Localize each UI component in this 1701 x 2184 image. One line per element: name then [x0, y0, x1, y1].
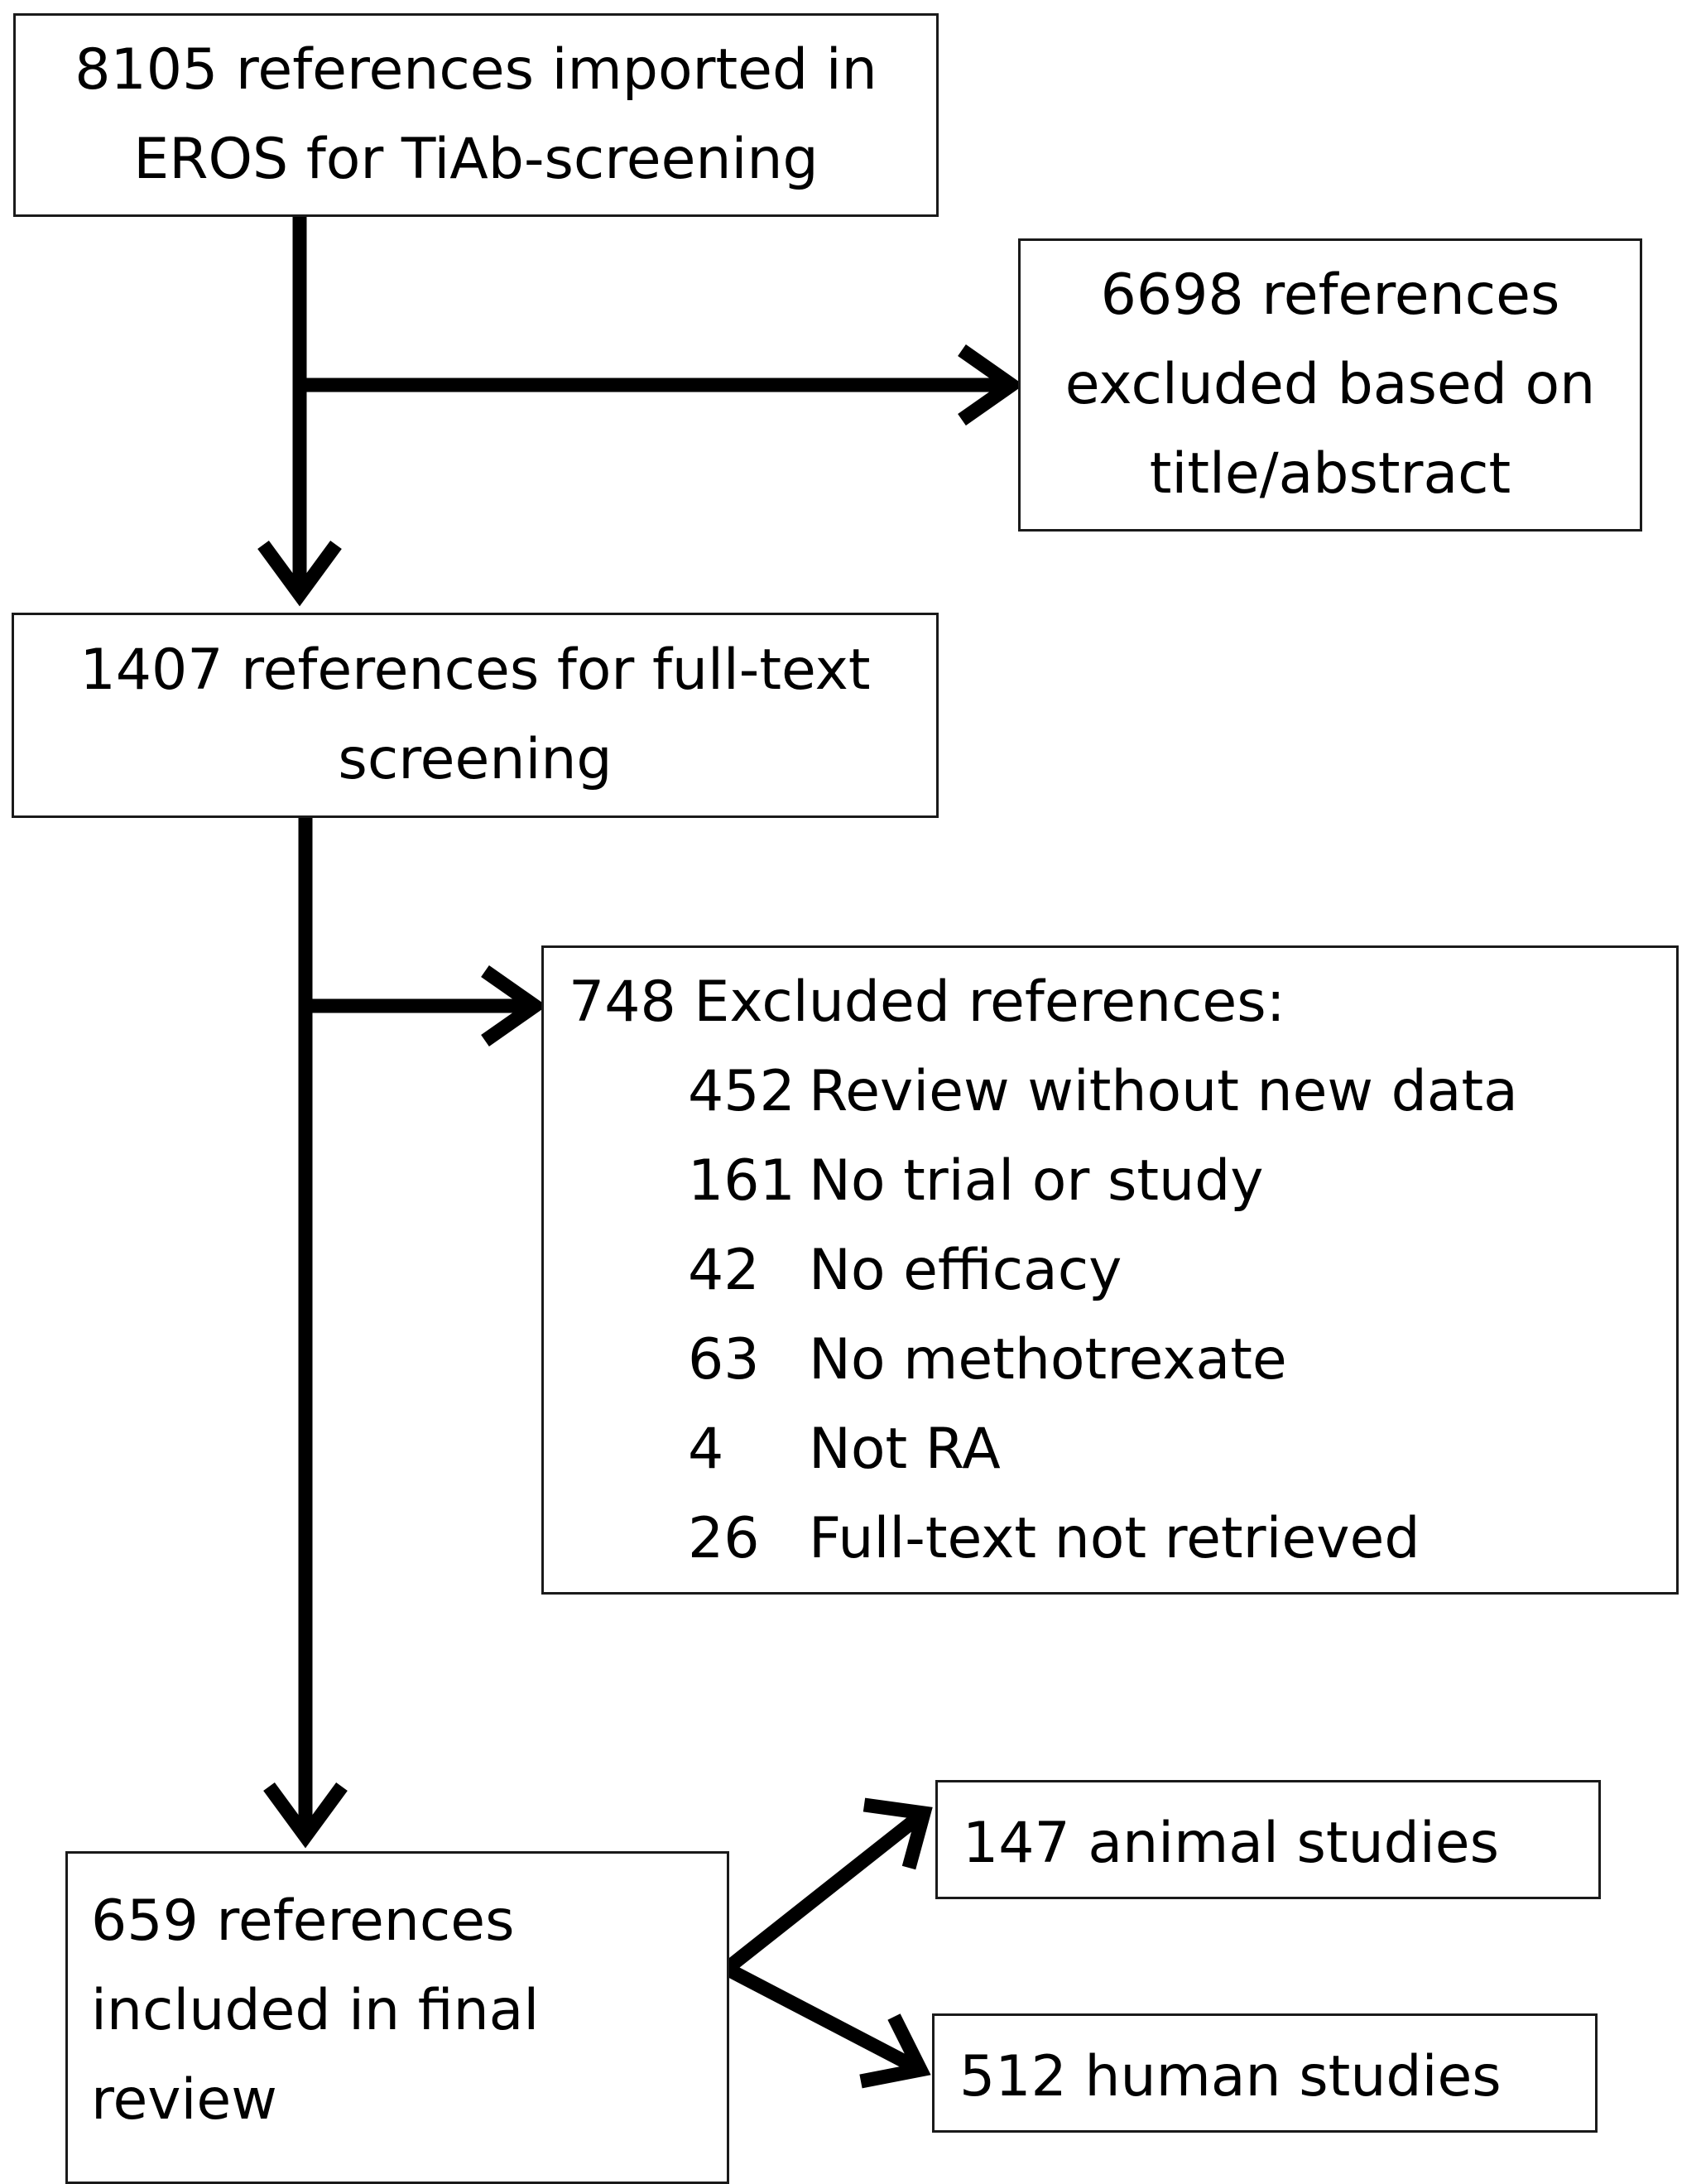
reason-label: Review without new data	[809, 1059, 1518, 1124]
exclusion-reason-row: 26 Full-text not retrieved	[569, 1494, 1676, 1584]
exclusion-reason-row: 42 No efficacy	[569, 1226, 1676, 1316]
split-human-line	[723, 1962, 924, 2076]
human-line-1: 512 human studies	[959, 2044, 1502, 2109]
final-line-2: included in final	[91, 1978, 540, 2043]
branch-1-arrowhead	[958, 344, 1024, 426]
excluded-ta-line-1: 6698 references	[1100, 262, 1560, 328]
reason-count: 452	[688, 1059, 795, 1124]
exclusion-reason-row: 63 No methotrexate	[569, 1316, 1676, 1405]
split-animal-line	[722, 1807, 929, 1975]
trunk-2-arrowhead	[263, 1782, 348, 1849]
exclusion-reason-row: 4 Not RA	[569, 1405, 1676, 1494]
animal-line-1: 147 animal studies	[963, 1811, 1499, 1876]
trunk-1-arrowhead	[257, 540, 342, 607]
fulltext-line-2: screening	[338, 727, 613, 792]
reason-count: 42	[688, 1238, 760, 1303]
split-human-arrowhead	[859, 2013, 931, 2089]
reason-label: Full-text not retrieved	[809, 1506, 1420, 1571]
animal-studies-box: 147 animal studies	[935, 1780, 1601, 1899]
reason-label: No methotrexate	[809, 1327, 1287, 1393]
reason-label: No efficacy	[809, 1238, 1122, 1303]
imported-line-2: EROS for TiAb-screening	[133, 127, 819, 192]
fulltext-screening-box: 1407 references for full-text screening	[12, 613, 939, 818]
imported-references-box: 8105 references imported in EROS for TiA…	[13, 13, 939, 217]
excluded-title-abstract-box: 6698 references excluded based on title/…	[1018, 238, 1642, 532]
human-studies-box: 512 human studies	[932, 2013, 1598, 2133]
branch-2-arrowhead	[481, 965, 547, 1046]
reason-count: 63	[688, 1327, 760, 1393]
final-line-1: 659 references	[91, 1888, 515, 1954]
final-review-box: 659 references included in final review	[65, 1851, 729, 2184]
fulltext-line-1: 1407 references for full-text	[79, 637, 871, 703]
excluded-ta-line-3: title/abstract	[1149, 441, 1511, 507]
exclusion-reason-row: 161 No trial or study	[569, 1137, 1676, 1226]
imported-line-1: 8105 references imported in	[74, 37, 877, 103]
excluded-ta-line-2: excluded based on	[1064, 352, 1596, 417]
reason-label: Not RA	[809, 1417, 1001, 1482]
reason-count: 26	[688, 1506, 760, 1571]
reason-count: 4	[688, 1417, 724, 1482]
exclusion-reason-row: 452 Review without new data	[569, 1047, 1676, 1137]
reason-label: No trial or study	[809, 1148, 1264, 1214]
split-animal-arrowhead	[863, 1797, 933, 1870]
excluded-fulltext-box: 748 Excluded references: 452 Review with…	[541, 945, 1679, 1595]
final-line-3: review	[91, 2067, 277, 2133]
excluded-fulltext-title: 748 Excluded references:	[569, 969, 1285, 1035]
reason-count: 161	[688, 1148, 795, 1214]
